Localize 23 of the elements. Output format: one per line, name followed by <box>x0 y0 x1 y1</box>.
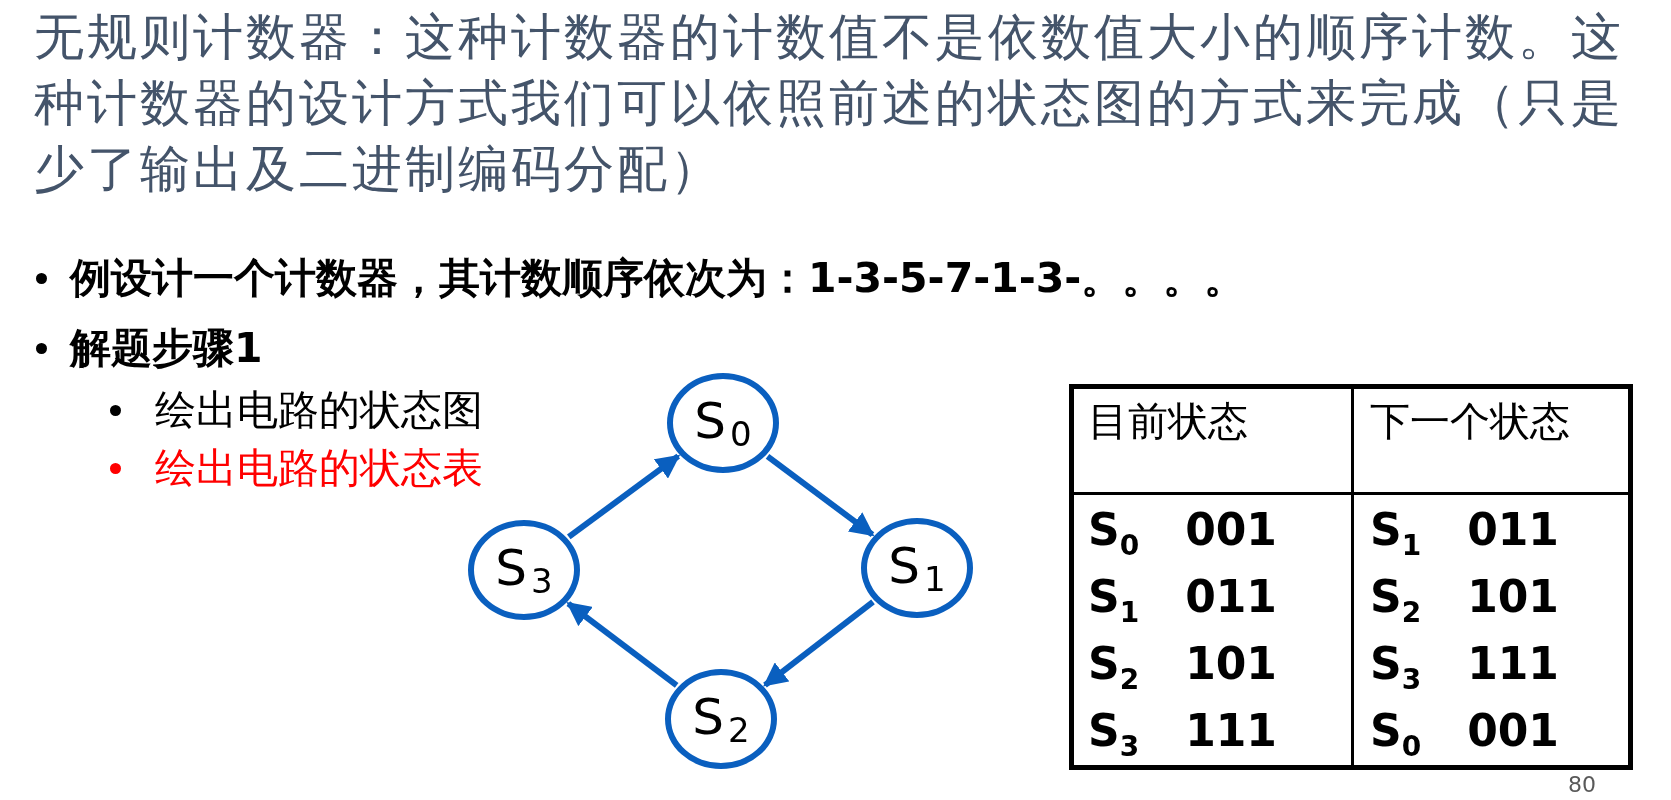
bullet-text: 例设计一个计数器，其计数顺序依次为：1-3-5-7-1-3-。。。。 <box>70 253 1246 303</box>
state-circle: S$_{3}$ <box>468 520 580 620</box>
state-entry: S$_{0}$ 001 <box>1370 706 1559 765</box>
bullet-text: 解题步骤1 <box>70 323 263 373</box>
state-circle: S$_{1}$ <box>861 518 973 618</box>
column-header: 下一个状态 <box>1370 397 1570 446</box>
arrow <box>567 453 681 540</box>
arrow <box>566 601 679 688</box>
state-entry: S$_{0}$ 001 <box>1088 505 1277 564</box>
state-entry: S$_{1}$ 011 <box>1088 572 1277 631</box>
column-header: 目前状态 <box>1088 397 1248 446</box>
arrow <box>765 453 875 538</box>
state-entry: S$_{2}$ 101 <box>1370 572 1559 631</box>
state-circle: S$_{0}$ <box>667 373 779 473</box>
slide-title: 无规则计数器：这种计数器的计数值不是依数值大小的顺序计数。这种计数器的设计方式我们可以依照前述的状态图的方式来完成（只是少了输出及二进制编码分配） <box>34 7 1625 200</box>
state-entry: S$_{3}$ 111 <box>1088 706 1277 765</box>
state-circle: S$_{2}$ <box>665 669 777 769</box>
sub-bullet-text: 绘出电路的状态图 <box>155 385 483 435</box>
state-entry: S$_{2}$ 101 <box>1088 639 1277 698</box>
sub-bullet-text: 绘出电路的状态表 <box>155 443 483 493</box>
arrow <box>763 599 875 688</box>
state-entry: S$_{1}$ 011 <box>1370 505 1559 564</box>
state-entry: S$_{3}$ 111 <box>1370 639 1559 698</box>
